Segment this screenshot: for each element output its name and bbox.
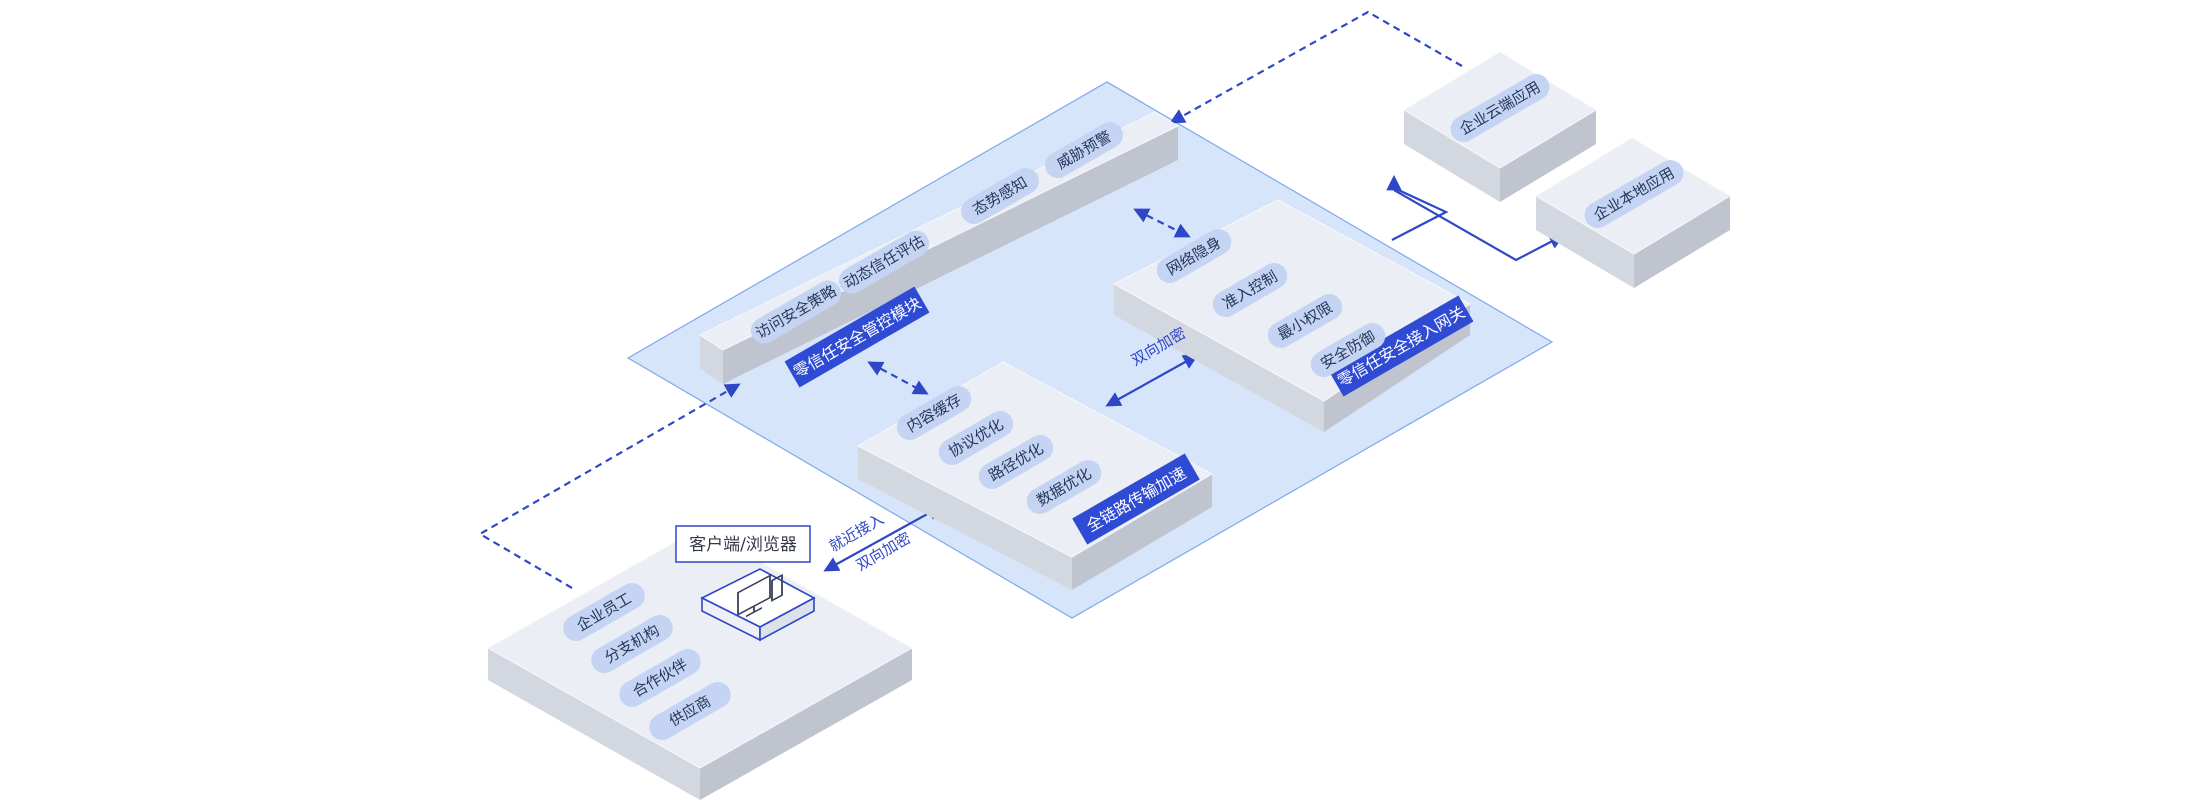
client-device-cube — [700, 568, 816, 642]
client-accel-connector — [823, 505, 943, 572]
monitor-icon — [737, 573, 783, 618]
cloud-to-mgmt-connector — [1169, 10, 1463, 124]
gateway-apps-connector-upper — [1386, 174, 1449, 241]
client-browser-label-box: 客户端/浏览器 — [675, 525, 811, 563]
cloud-app-block: 企业云端应用 — [1403, 51, 1597, 202]
mgmt-gateway-connector — [1133, 208, 1191, 238]
mgmt-accel-connector — [867, 361, 929, 395]
accel-gateway-connector — [1105, 354, 1199, 407]
client-browser-label: 客户端/浏览器 — [689, 535, 797, 555]
local-app-block: 企业本地应用 — [1535, 137, 1731, 288]
users-to-mgmt-connector — [477, 383, 741, 589]
gateway-apps-connector-lower — [1393, 189, 1565, 262]
